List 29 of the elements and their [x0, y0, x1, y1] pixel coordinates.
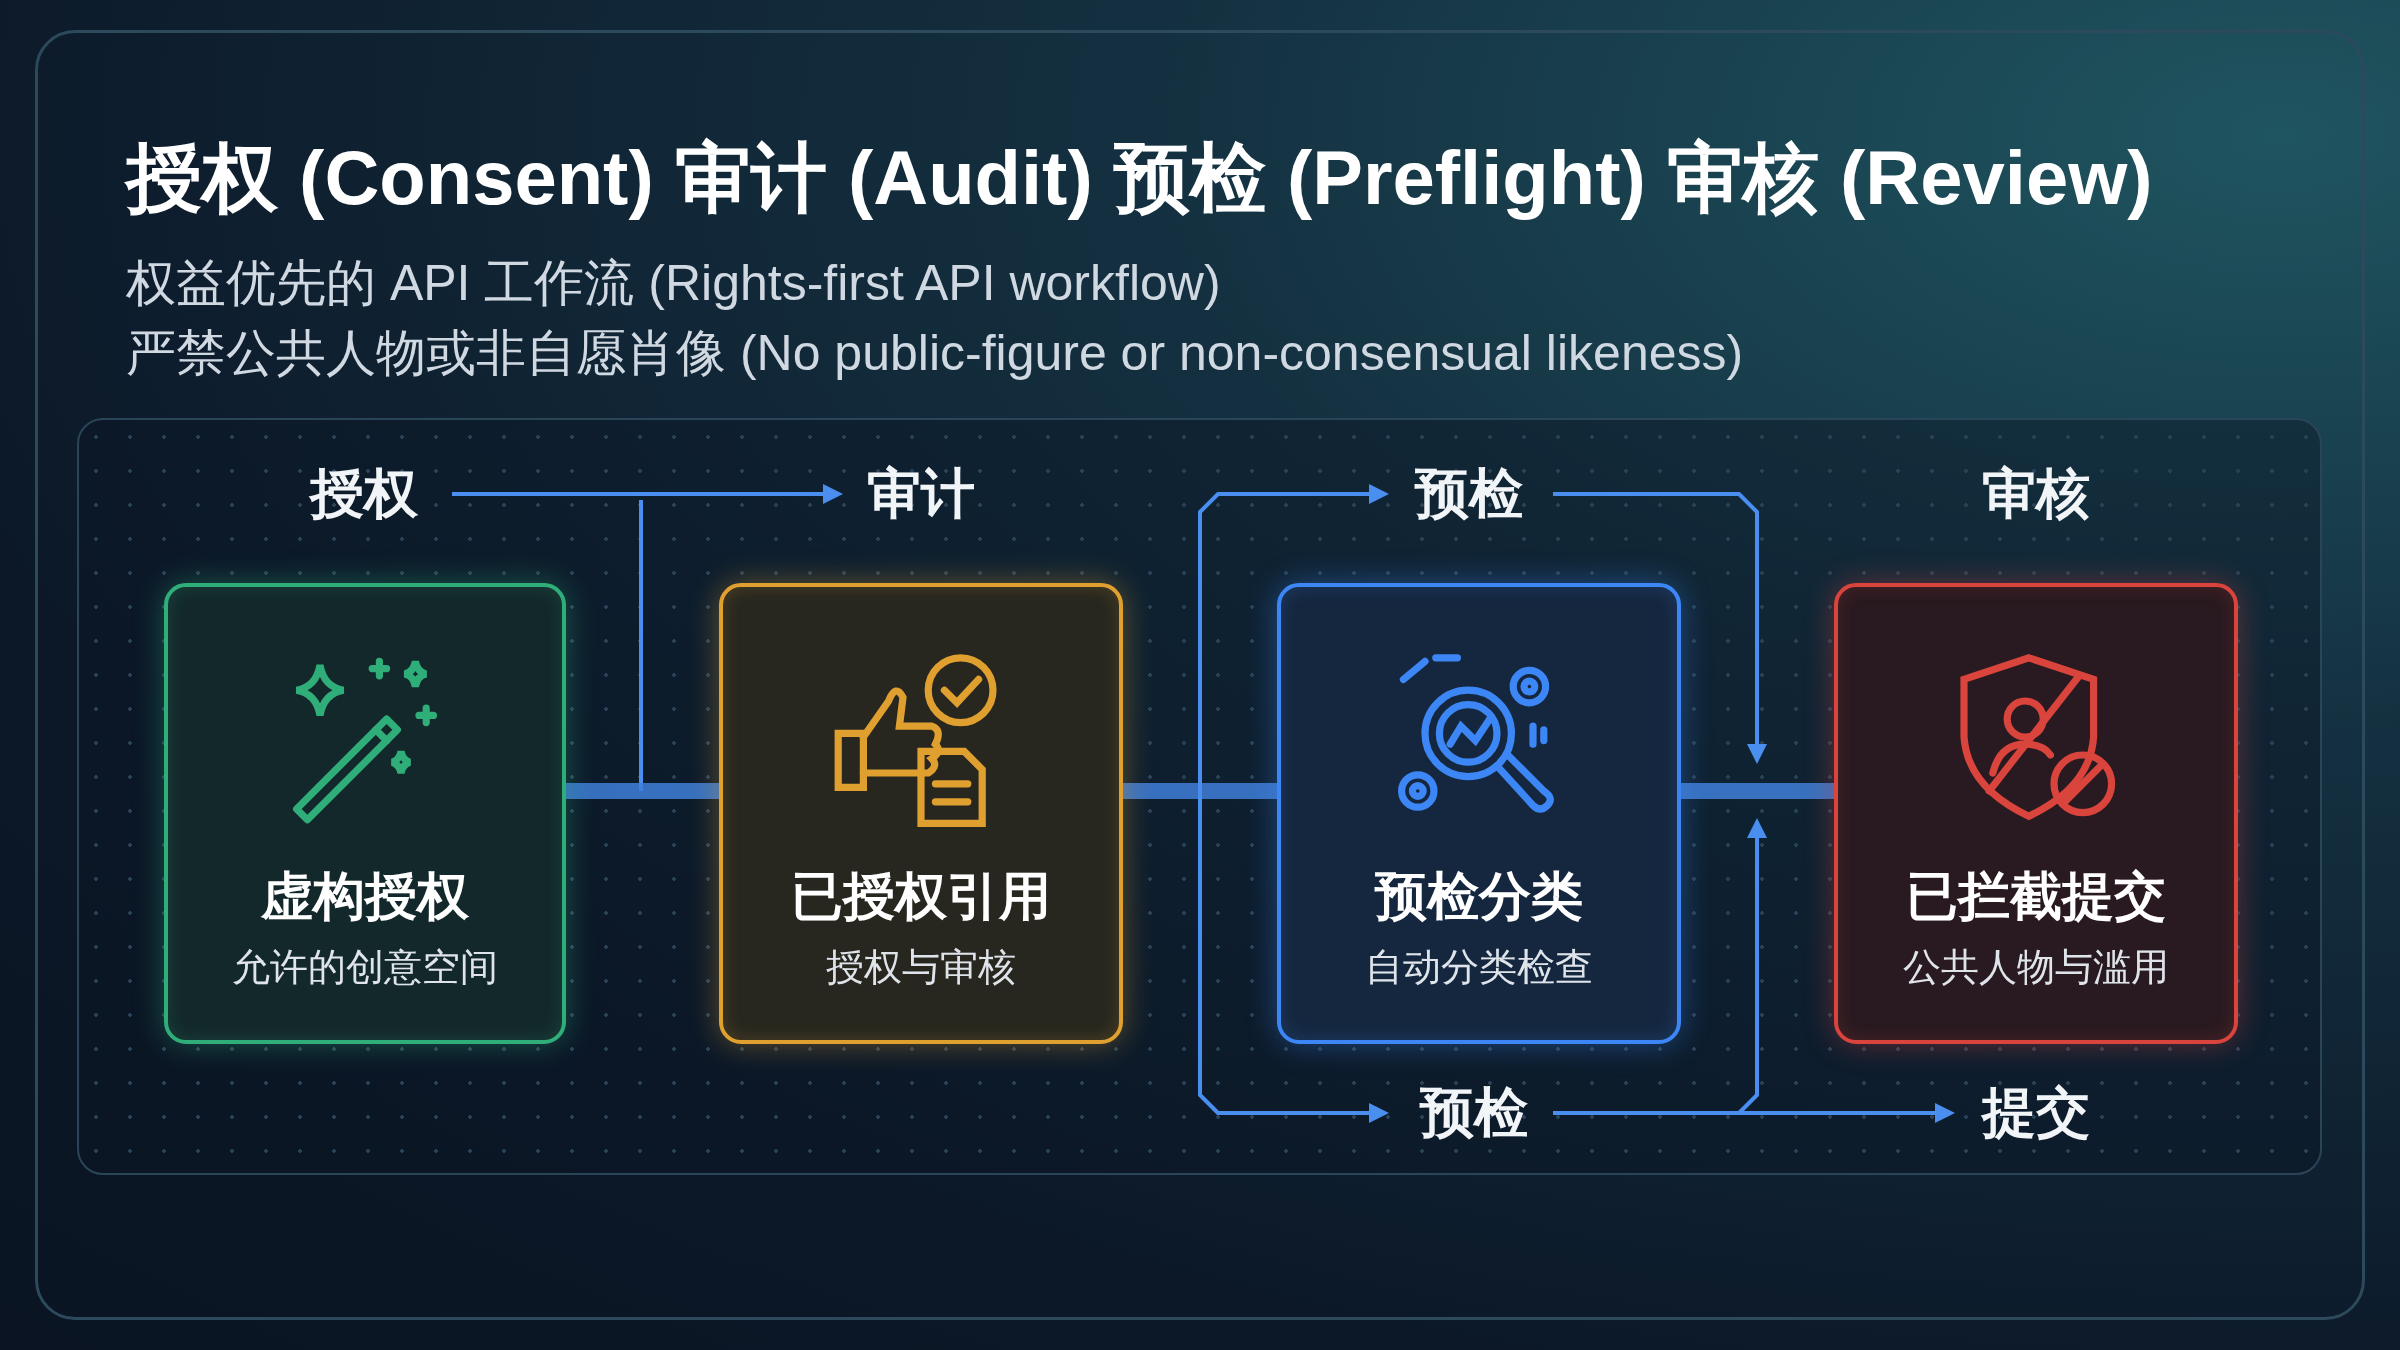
process-box: [1277, 583, 1681, 1044]
process-box: [719, 583, 1123, 1044]
step-label: 提交: [1982, 1076, 2090, 1150]
arrow: [452, 484, 843, 504]
connector-bar: [1123, 783, 1277, 799]
box-title: 虚构授权: [260, 865, 470, 928]
box-subtitle: 自动分类检查: [1364, 944, 1594, 991]
subtitle: 权益优先的 API 工作流 (Rights-first API workflow): [126, 254, 1221, 313]
step-label: 审核: [1982, 457, 2090, 531]
box-title: 预检分类: [1373, 865, 1584, 928]
step-label: 授权: [310, 457, 418, 531]
box-subtitle: 允许的创意空间: [231, 944, 499, 991]
step-label: 审计: [867, 457, 975, 531]
arrow: [1553, 492, 1767, 764]
subtitle: 严禁公共人物或非自愿肖像 (No public-figure or non-consensual likeness): [126, 324, 1744, 383]
title: 授权 (Consent) 审计 (Audit) 预检 (Preflight) 审核 (Review): [126, 134, 2153, 222]
box-subtitle: 公共人物与滥用: [1902, 944, 2170, 991]
box-title: 已拦截提交: [1905, 865, 2167, 928]
process-box: [1834, 583, 2238, 1044]
box-subtitle: 授权与审核: [825, 944, 1017, 991]
step-label: 预检: [1415, 457, 1523, 531]
box-title: 已授权引用: [790, 865, 1052, 928]
arrow: [1198, 791, 1389, 1123]
step-label: 预检: [1420, 1076, 1528, 1150]
connector-bar: [1681, 783, 1834, 799]
arrow: [1198, 484, 1389, 791]
connector-bar: [566, 783, 719, 799]
process-box: [164, 583, 566, 1044]
arrow: [1553, 1103, 1955, 1123]
